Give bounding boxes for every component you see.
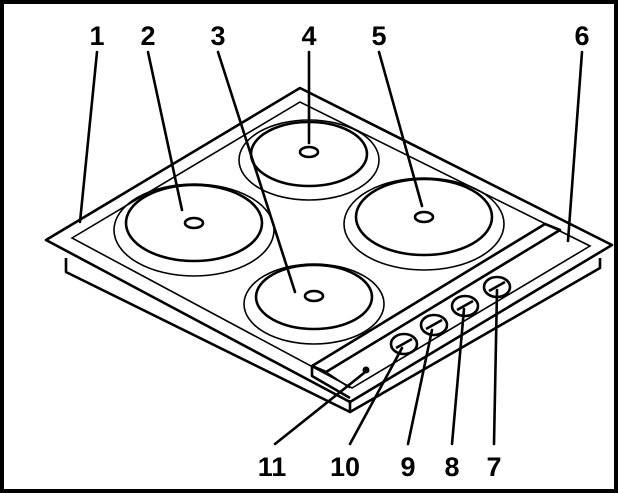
hotplate-right — [343, 177, 505, 271]
hotplate-front-centre — [303, 289, 325, 303]
hotplate-left-centre — [183, 216, 205, 230]
callout-1: 1 — [89, 21, 104, 51]
callout-8: 8 — [444, 452, 459, 482]
leader-10 — [348, 346, 404, 446]
hob-body — [44, 86, 614, 414]
control-strip-top — [310, 222, 562, 374]
leader-2 — [146, 50, 184, 212]
hob-outer-rim — [44, 86, 614, 404]
hotplate-back-centre — [298, 145, 320, 159]
callout-4: 4 — [301, 21, 316, 51]
knob-8 — [450, 294, 480, 318]
callout-11: 11 — [258, 452, 287, 482]
knob-10 — [389, 332, 419, 356]
control-strip-edge — [325, 371, 351, 389]
hotplate-left — [113, 183, 275, 277]
leader-8 — [450, 307, 466, 446]
leader-3 — [216, 50, 297, 294]
hob-front-right-edge — [349, 258, 602, 414]
hob-front-left-edge — [64, 258, 352, 414]
leader-lines — [78, 50, 584, 446]
hotplate-front — [243, 263, 385, 345]
leader-9 — [406, 328, 434, 446]
knob-9 — [419, 313, 449, 337]
hotplate-right-centre — [413, 210, 435, 224]
control-strip-front — [310, 366, 351, 400]
callout-3: 3 — [210, 21, 225, 51]
hob-inner-rim — [70, 101, 592, 389]
callout-2: 2 — [140, 21, 155, 51]
callout-10: 10 — [330, 452, 360, 482]
callout-9: 9 — [400, 452, 415, 482]
leader-7 — [492, 288, 499, 446]
leader-11 — [273, 371, 366, 446]
leader-6 — [566, 50, 584, 243]
leader-1 — [78, 50, 99, 224]
callout-7: 7 — [486, 452, 501, 482]
callout-5: 5 — [371, 21, 386, 51]
leader-5 — [377, 50, 424, 208]
callout-6: 6 — [574, 21, 589, 51]
